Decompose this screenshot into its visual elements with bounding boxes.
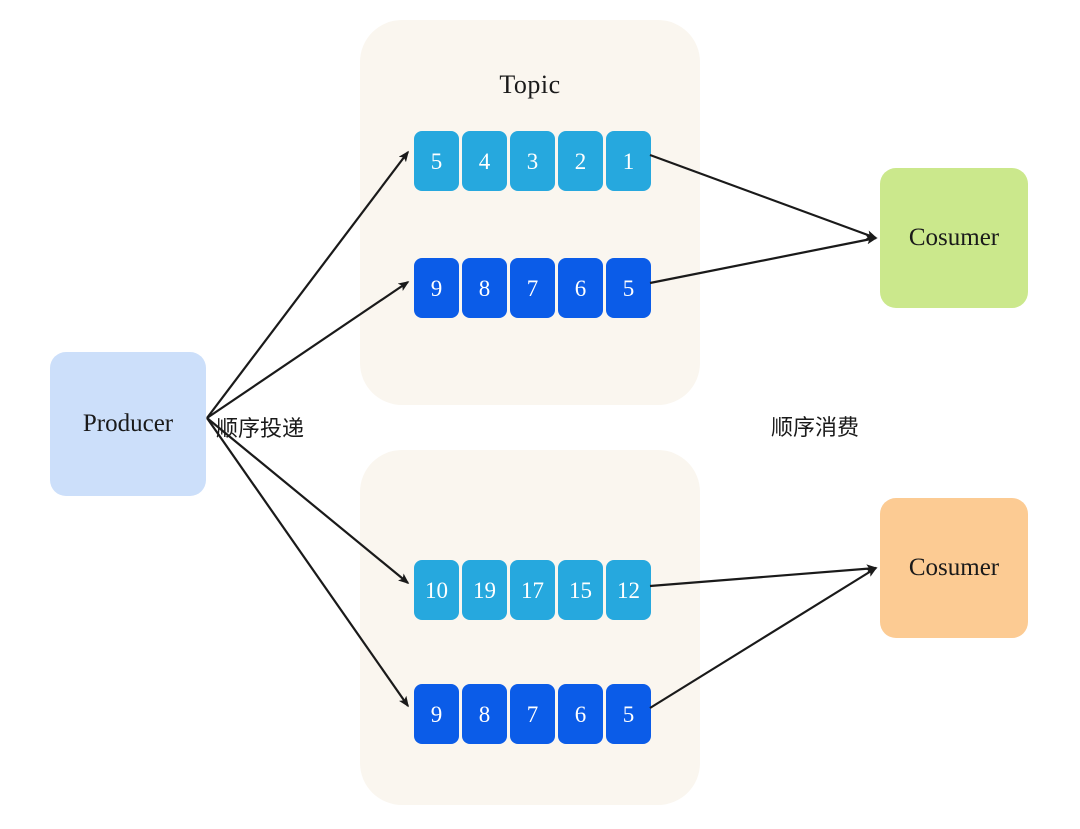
message-cell[interactable]: 6 [558, 684, 603, 744]
message-queue-top-light: 5 4 3 2 1 [414, 131, 651, 191]
message-cell[interactable]: 8 [462, 258, 507, 318]
message-cell[interactable]: 12 [606, 560, 651, 620]
message-queue-bottom-light: 10 19 17 15 12 [414, 560, 651, 620]
topic-panel-top: Topic [360, 20, 700, 405]
message-cell[interactable]: 1 [606, 131, 651, 191]
message-cell[interactable]: 8 [462, 684, 507, 744]
message-cell[interactable]: 10 [414, 560, 459, 620]
consumer-label-bottom: Cosumer [908, 554, 1000, 581]
producer-node[interactable]: Producer [50, 352, 206, 496]
consumer-label-top: Cosumer [908, 224, 1000, 251]
topic-panel-bottom: Topic [360, 450, 700, 805]
message-cell[interactable]: 9 [414, 684, 459, 744]
topic-title-top: Topic [499, 70, 561, 99]
message-cell[interactable]: 7 [510, 684, 555, 744]
message-cell[interactable]: 2 [558, 131, 603, 191]
message-cell[interactable]: 5 [414, 131, 459, 191]
edge-label-ordered-consumption: 顺序消费 [771, 415, 860, 440]
message-cell[interactable]: 15 [558, 560, 603, 620]
message-queue-top-dark: 9 8 7 6 5 [414, 258, 651, 318]
message-queue-bottom-dark: 9 8 7 6 5 [414, 684, 651, 744]
message-cell[interactable]: 7 [510, 258, 555, 318]
message-cell[interactable]: 19 [462, 560, 507, 620]
message-cell[interactable]: 17 [510, 560, 555, 620]
edge-label-ordered-delivery: 顺序投递 [216, 416, 305, 441]
message-cell[interactable]: 6 [558, 258, 603, 318]
message-cell[interactable]: 3 [510, 131, 555, 191]
message-cell[interactable]: 4 [462, 131, 507, 191]
consumer-node-top[interactable]: Cosumer [880, 168, 1028, 308]
message-cell[interactable]: 9 [414, 258, 459, 318]
producer-label: Producer [82, 410, 174, 437]
message-cell[interactable]: 5 [606, 258, 651, 318]
message-cell[interactable]: 5 [606, 684, 651, 744]
consumer-node-bottom[interactable]: Cosumer [880, 498, 1028, 638]
